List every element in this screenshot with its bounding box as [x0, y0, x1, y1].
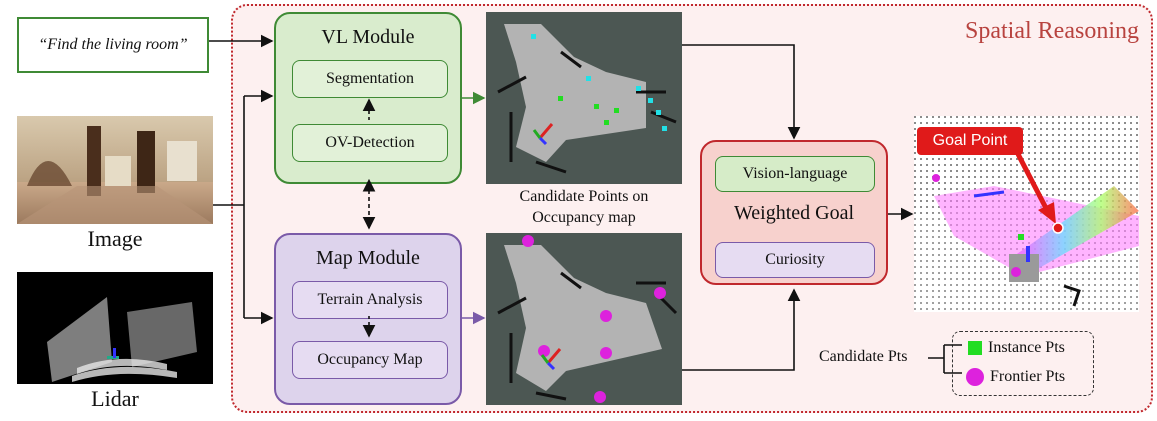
spatial-reasoning-title: Spatial Reasoning	[965, 18, 1139, 44]
candidate-caption-line2: Occupancy map	[532, 209, 636, 226]
vision-language-box: Vision-language	[715, 156, 875, 192]
connector-inputs	[213, 96, 245, 318]
occupancy-map-instance-graphic	[497, 24, 677, 174]
ov-detection-box: OV-Detection	[292, 124, 448, 162]
occupancy-map-frontier	[486, 233, 682, 405]
candidate-caption-line1: Candidate Points on	[519, 188, 649, 205]
legend-frontier-label: Frontier Pts	[990, 368, 1066, 385]
arrow-frontier-to-goal	[682, 288, 801, 371]
goal-point-tag: Goal Point	[917, 127, 1023, 155]
occupancy-map-label: Occupancy Map	[317, 351, 423, 368]
goal-point-marker	[1052, 222, 1064, 234]
instance-pt-icon	[968, 341, 982, 355]
legend-instance-label: Instance Pts	[988, 339, 1065, 356]
frontier-pt-icon	[966, 368, 984, 386]
command-box: “Find the living room”	[17, 17, 209, 73]
candidate-caption: Candidate Points on Occupancy map	[486, 186, 682, 228]
weighted-goal-module: Vision-language Weighted Goal Curiosity	[700, 140, 888, 285]
vision-language-label: Vision-language	[742, 165, 848, 182]
occupancy-map-box: Occupancy Map	[292, 341, 448, 379]
curiosity-label: Curiosity	[765, 251, 825, 268]
goal-point-label: Goal Point	[932, 132, 1008, 149]
image-label: Image	[87, 226, 143, 251]
occupancy-map-frontier-graphic	[497, 235, 678, 403]
weighted-goal-title: Weighted Goal	[733, 202, 855, 224]
lidar-label: Lidar	[91, 386, 139, 411]
segmentation-box: Segmentation	[292, 60, 448, 98]
lidar-graphic	[47, 297, 197, 382]
legend-bracket	[928, 344, 962, 374]
camera-image-graphic	[17, 116, 213, 224]
curiosity-box: Curiosity	[715, 242, 875, 278]
legend-frontier: Frontier Pts	[966, 368, 1065, 386]
occupancy-map-instance	[486, 12, 682, 184]
ov-detection-label: OV-Detection	[325, 134, 415, 151]
terrain-analysis-box: Terrain Analysis	[292, 281, 448, 319]
command-text: “Find the living room”	[38, 36, 188, 53]
map-module: Map Module Terrain Analysis Occupancy Ma…	[274, 233, 462, 405]
legend-box	[952, 331, 1094, 396]
vl-module: VL Module Segmentation OV-Detection	[274, 12, 462, 184]
segmentation-label: Segmentation	[326, 70, 414, 87]
vl-module-title: VL Module	[321, 26, 415, 48]
legend-instance: Instance Pts	[968, 339, 1065, 357]
goal-point-arrowhead	[1038, 202, 1056, 224]
camera-image	[17, 116, 213, 224]
map-module-title: Map Module	[316, 247, 420, 269]
goal-point-arrow	[1015, 152, 1051, 214]
legend-title: Candidate Pts	[819, 348, 907, 366]
terrain-analysis-label: Terrain Analysis	[317, 291, 423, 308]
lidar-image	[17, 272, 213, 384]
legend-title-text: Candidate Pts	[819, 348, 908, 365]
arrow-instance-to-goal	[682, 44, 801, 140]
